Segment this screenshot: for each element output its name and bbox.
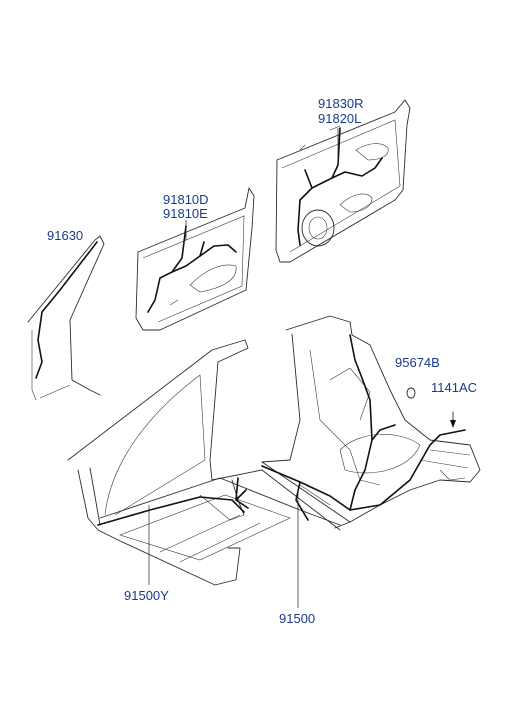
- label-91810e: 91810E: [163, 206, 208, 221]
- pillar-harness-91630: [27, 235, 105, 401]
- label-95674b: 95674B: [395, 355, 440, 370]
- label-91820l: 91820L: [318, 111, 362, 126]
- label-91500: 91500: [279, 611, 316, 626]
- label-91810d: 91810D: [163, 192, 209, 207]
- label-91630: 91630: [47, 228, 84, 243]
- front-door-panel: [135, 187, 255, 331]
- leader-lines: [148, 128, 339, 608]
- label-1141ac: 1141AC: [431, 380, 478, 395]
- screw-1141ac: [450, 411, 456, 428]
- label-91830r: 91830R: [318, 96, 364, 111]
- floor-harness: [97, 334, 466, 526]
- grommet-95674b: [406, 387, 416, 399]
- body-floor-structure: [67, 315, 481, 586]
- label-91500y: 91500Y: [124, 588, 169, 603]
